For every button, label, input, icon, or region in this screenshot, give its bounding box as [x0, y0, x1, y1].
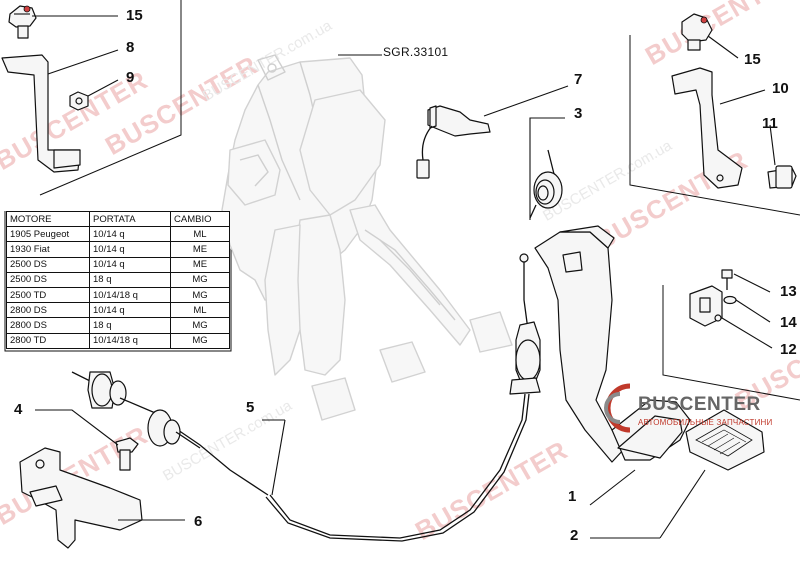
logo-mark-icon	[604, 383, 631, 433]
callout-15-right: 15	[744, 51, 761, 68]
part-1-pedal	[534, 225, 691, 506]
callout-3: 3	[574, 105, 583, 122]
cell-motore: 2500 DS	[6, 271, 90, 288]
part-15-clip-right	[681, 13, 739, 59]
callout-13: 13	[780, 283, 797, 300]
cell-motore: 2800 TD	[6, 332, 90, 349]
part-2-pedal-pad	[590, 409, 765, 539]
detail-frame-top-left	[39, 0, 182, 196]
cell-cambio: ME	[170, 241, 230, 258]
cell-motore: 1930 Fiat	[6, 241, 90, 258]
cell-portata: 18 q	[89, 271, 171, 288]
cell-cambio: ML	[170, 302, 230, 319]
part-4-bolt	[35, 409, 139, 471]
part-10-bracket	[671, 67, 766, 189]
cell-cambio: MG	[170, 271, 230, 288]
callout-14: 14	[780, 314, 797, 331]
logo-tagline: АВТОМОБИЛЬНЫЕ ЗАПЧАСТИНИ	[638, 418, 773, 427]
column-header-portata: PORTATA	[89, 210, 171, 228]
table-header-row: MOTORE PORTATA CAMBIO	[6, 210, 230, 228]
cell-motore: 2500 TD	[6, 286, 90, 304]
callout-2: 2	[570, 527, 579, 544]
cell-portata: 10/14 q	[89, 302, 171, 319]
cell-portata: 10/14/18 q	[89, 286, 171, 304]
pedal-box-assembly	[221, 54, 513, 421]
cell-cambio: ME	[170, 256, 230, 273]
part-7-switch	[416, 85, 569, 179]
callout-6: 6	[194, 513, 203, 530]
callout-9: 9	[126, 69, 135, 86]
callout-8: 8	[126, 39, 135, 56]
buscenter-logo: BUSCENTER АВТОМОБИЛЬНЫЕ ЗАПЧАСТИНИ	[600, 378, 800, 448]
detail-frame-table	[4, 211, 232, 352]
column-header-motore: MOTORE	[6, 210, 90, 228]
callout-10: 10	[772, 80, 789, 97]
part-11-bolt	[767, 124, 797, 189]
cell-portata: 18 q	[89, 317, 171, 334]
part-14-washer	[723, 295, 771, 323]
part-9-nut	[69, 79, 119, 111]
callout-15-left: 15	[126, 7, 143, 24]
detail-frame-right	[662, 285, 800, 401]
callout-11: 11	[762, 115, 778, 132]
cell-motore: 2800 DS	[6, 302, 90, 319]
callout-4: 4	[14, 401, 23, 418]
cell-cambio: MG	[170, 286, 230, 304]
cell-motore: 1905 Peugeot	[6, 226, 90, 243]
callout-12: 12	[780, 341, 797, 358]
cell-portata: 10/14 q	[89, 241, 171, 258]
part-12-bracket	[689, 285, 773, 349]
cable-end-assembly	[71, 371, 201, 449]
part-13-screw	[721, 269, 771, 293]
cell-motore: 2800 DS	[6, 317, 90, 334]
reference-leader	[338, 54, 382, 56]
part-15-clip-left	[8, 5, 118, 39]
cell-portata: 10/14/18 q	[89, 332, 171, 349]
cell-portata: 10/14 q	[89, 226, 171, 243]
cell-motore: 2500 DS	[6, 256, 90, 273]
part-8-bracket	[1, 49, 119, 173]
callout-5: 5	[246, 399, 255, 416]
detail-frame-top-right	[629, 35, 800, 216]
part-6-bracket	[19, 447, 185, 549]
cell-cambio: MG	[170, 332, 230, 349]
cell-portata: 10/14 q	[89, 256, 171, 273]
cell-cambio: ML	[170, 226, 230, 243]
callout-7: 7	[574, 71, 583, 88]
logo-brand: BUSCENTER	[638, 394, 761, 415]
callout-1: 1	[568, 488, 577, 505]
column-header-cambio: CAMBIO	[170, 210, 230, 228]
part-5-cable	[177, 253, 541, 542]
cell-cambio: MG	[170, 317, 230, 334]
part-3-spring	[529, 117, 565, 220]
reference-code: SGR.33101	[383, 45, 449, 59]
